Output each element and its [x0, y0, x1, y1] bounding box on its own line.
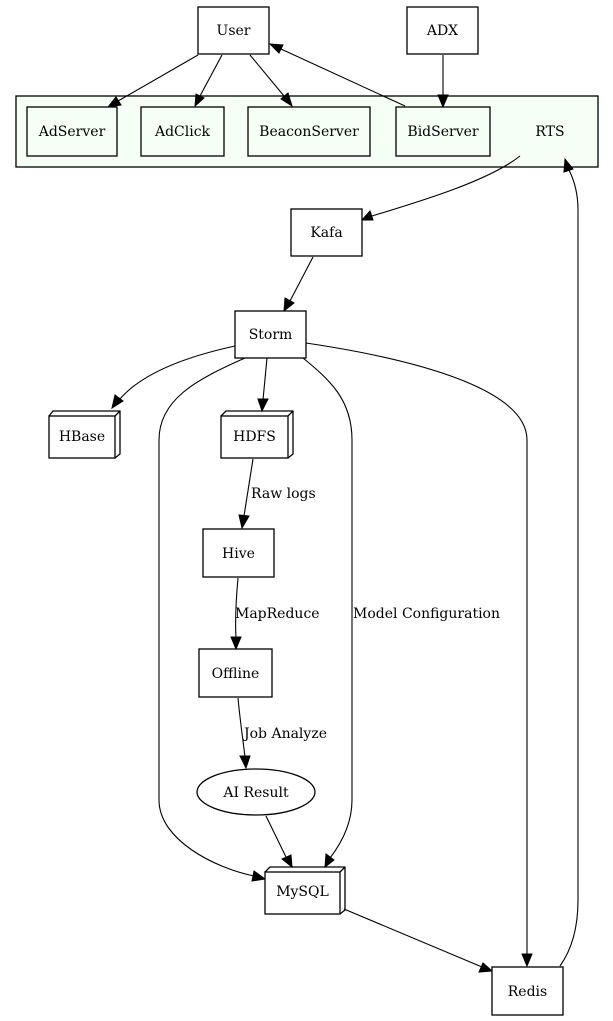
node-hive: Hive — [202, 528, 275, 578]
edge-storm-hdfs — [262, 357, 268, 401]
arrowhead — [563, 157, 574, 173]
node-redis-label: Redis — [508, 984, 547, 1000]
node-user: User — [197, 6, 270, 55]
edge-offline-airesult — [237, 697, 246, 758]
edge-user-beaconserver — [249, 54, 285, 97]
node-hbase: HBase — [48, 410, 121, 459]
arrowhead — [360, 210, 374, 221]
node-bidserver-label: BidServer — [407, 124, 478, 140]
edge-label-job-analyze: Job Analyze — [242, 726, 327, 742]
node-bidserver: BidServer — [395, 106, 491, 157]
arrowhead — [281, 854, 293, 869]
arrowhead — [324, 853, 335, 869]
edge-storm-mysql-right — [302, 357, 353, 859]
edge-kafa-storm — [289, 256, 314, 302]
arrowhead — [478, 962, 494, 973]
edge-hdfs-hive — [243, 458, 254, 517]
node-beaconserver-label: BeaconServer — [259, 124, 359, 140]
edge-redis-rts — [559, 169, 579, 967]
node-hdfs: HDFS — [220, 410, 294, 459]
edge-user-adclick — [199, 54, 223, 97]
node-ai-result-label: AI Result — [222, 785, 289, 801]
edges — [106, 43, 579, 973]
node-mysql-label: MySQL — [276, 884, 329, 900]
node-offline-label: Offline — [212, 666, 260, 682]
edge-label-raw-logs: Raw logs — [251, 486, 316, 502]
arrowhead — [437, 94, 449, 109]
arrowhead — [268, 43, 284, 54]
node-hbase-label: HBase — [59, 429, 105, 445]
node-hive-label: Hive — [222, 546, 255, 562]
arrowhead — [194, 93, 205, 108]
edge-storm-mysql-left — [158, 357, 255, 877]
node-storm: Storm — [234, 310, 307, 359]
node-kafa-label: Kafa — [310, 225, 342, 241]
node-adx-label: ADX — [426, 23, 458, 39]
node-adserver-label: AdServer — [38, 124, 106, 140]
node-beaconserver: BeaconServer — [247, 106, 371, 157]
arrowhead — [280, 92, 293, 108]
node-adclick: AdClick — [140, 106, 225, 157]
edge-user-adserver — [117, 54, 199, 102]
arrowhead — [230, 636, 242, 651]
edge-storm-hbase — [118, 345, 236, 401]
edge-storm-redis — [305, 342, 528, 955]
node-adserver: AdServer — [26, 106, 118, 157]
node-adx: ADX — [406, 6, 479, 55]
arrowhead — [251, 870, 267, 882]
node-ai-result: AI Result — [196, 768, 316, 816]
edge-rts-kafa — [371, 155, 521, 217]
edge-bidserver-user — [280, 48, 406, 107]
arrowhead — [111, 394, 124, 410]
arrowhead — [521, 953, 533, 968]
node-adclick-label: AdClick — [154, 124, 211, 140]
node-offline: Offline — [198, 648, 273, 698]
node-redis: Redis — [491, 966, 564, 1016]
edge-mysql-redis — [343, 908, 483, 968]
edge-label-model-configuration: Model Configuration — [353, 606, 500, 622]
arrowhead — [257, 398, 269, 413]
node-hdfs-label: HDFS — [233, 429, 276, 445]
edge-label-mapreduce: MapReduce — [235, 606, 320, 622]
node-storm-label: Storm — [249, 327, 293, 343]
node-user-label: User — [217, 23, 251, 39]
node-kafa: Kafa — [290, 208, 363, 257]
arrowhead — [239, 755, 251, 770]
arrowhead — [238, 514, 250, 530]
edge-hive-offline — [235, 577, 239, 639]
node-mysql: MySQL — [264, 866, 346, 915]
cluster-label-rts: RTS — [535, 124, 564, 140]
arrowhead — [106, 96, 122, 108]
arrowhead — [283, 297, 295, 313]
edge-airesult-mysql — [265, 815, 287, 858]
